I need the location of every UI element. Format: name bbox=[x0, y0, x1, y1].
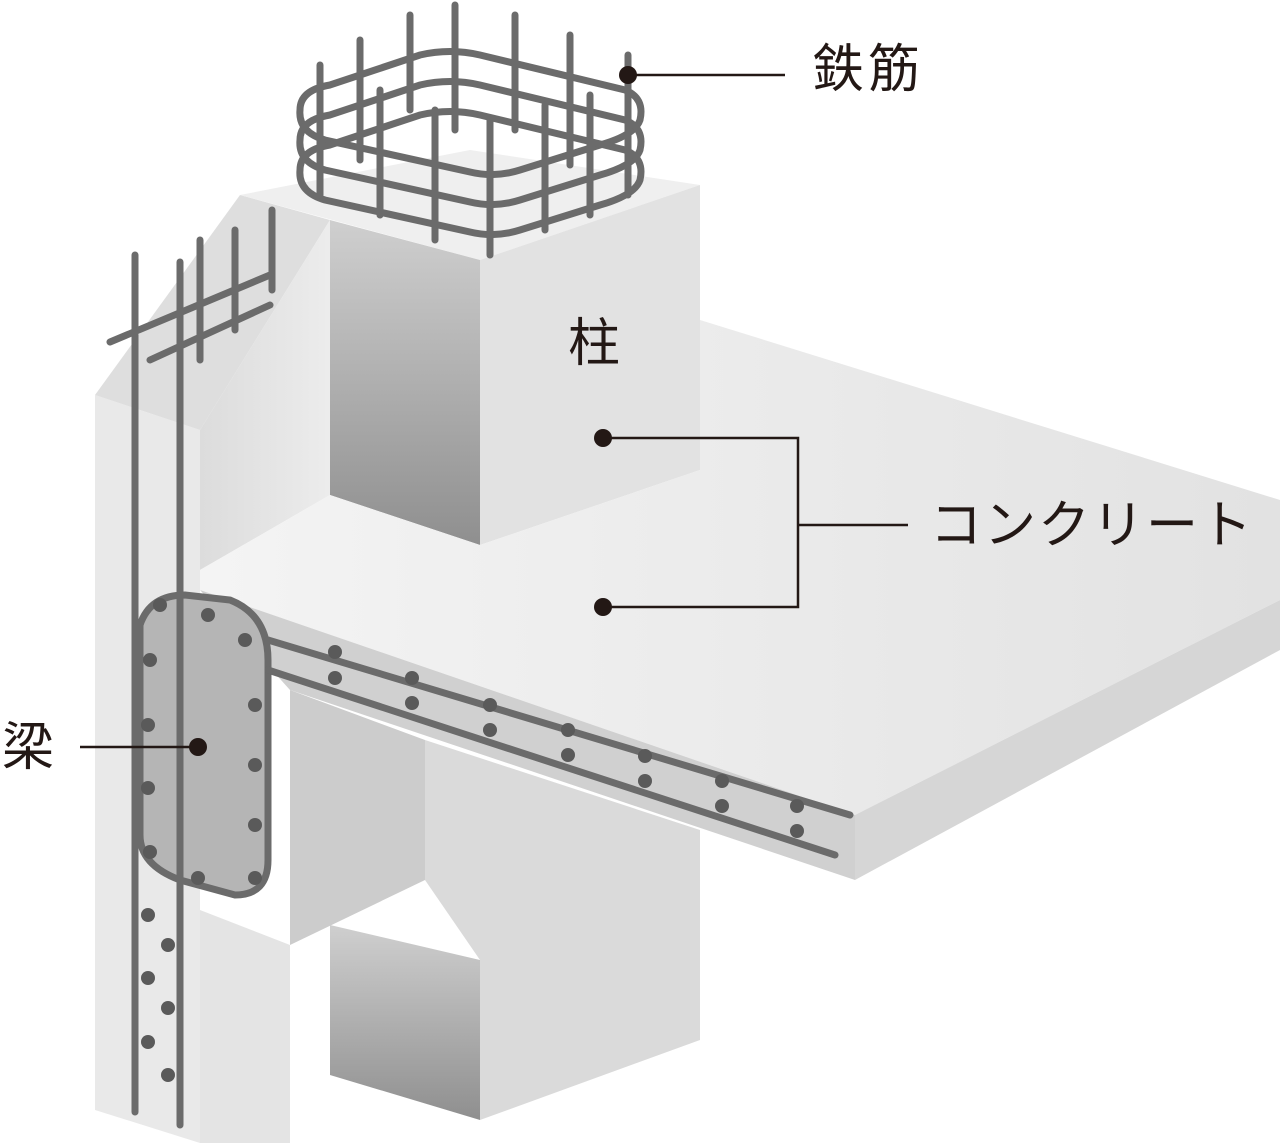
slab-rebar bbox=[264, 636, 854, 859]
column-rebar-cage bbox=[296, 1, 645, 259]
leader-lines bbox=[80, 73, 908, 749]
label-rebar: 鉄筋 bbox=[812, 40, 925, 100]
lower-column bbox=[200, 690, 700, 1143]
label-column: 柱 bbox=[568, 314, 621, 374]
label-beam: 梁 bbox=[2, 718, 55, 778]
label-concrete: コンクリート bbox=[930, 496, 1255, 556]
leader-dots bbox=[189, 66, 637, 756]
wall-rebar bbox=[106, 206, 276, 1129]
rebar-dots bbox=[141, 598, 804, 1082]
